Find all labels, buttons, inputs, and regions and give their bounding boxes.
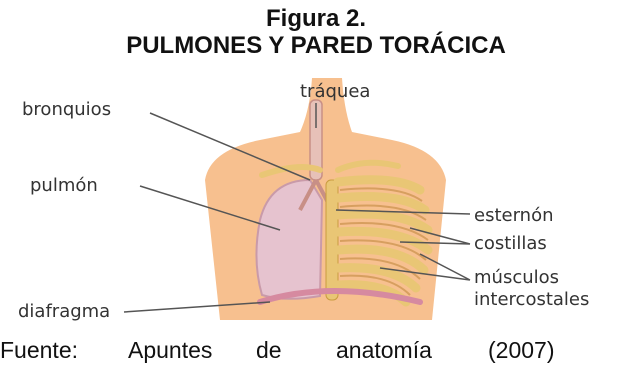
label-diaphragm: diafragma <box>18 302 110 322</box>
label-trachea: tráquea <box>300 82 370 102</box>
label-sternum: esternón <box>474 206 554 226</box>
source-word-5: (2007) <box>488 337 554 364</box>
label-intercostal-muscles-line2: intercostales <box>474 290 589 310</box>
label-lung: pulmón <box>30 176 98 196</box>
source-word-1: Fuente: <box>0 337 78 364</box>
label-bronchi: bronquios <box>22 100 111 120</box>
figure-title: PULMONES Y PARED TORÁCICA <box>0 33 632 59</box>
source-word-2: Apuntes <box>128 337 212 364</box>
source-word-4: anatomía <box>336 337 432 364</box>
label-ribs: costillas <box>474 234 547 254</box>
source-word-3: de <box>256 337 282 364</box>
thorax-diagram: tráquea bronquios pulmón esternón costil… <box>0 70 632 338</box>
figure-number: Figura 2. <box>0 6 632 32</box>
label-intercostal-muscles-line1: músculos <box>474 268 559 288</box>
